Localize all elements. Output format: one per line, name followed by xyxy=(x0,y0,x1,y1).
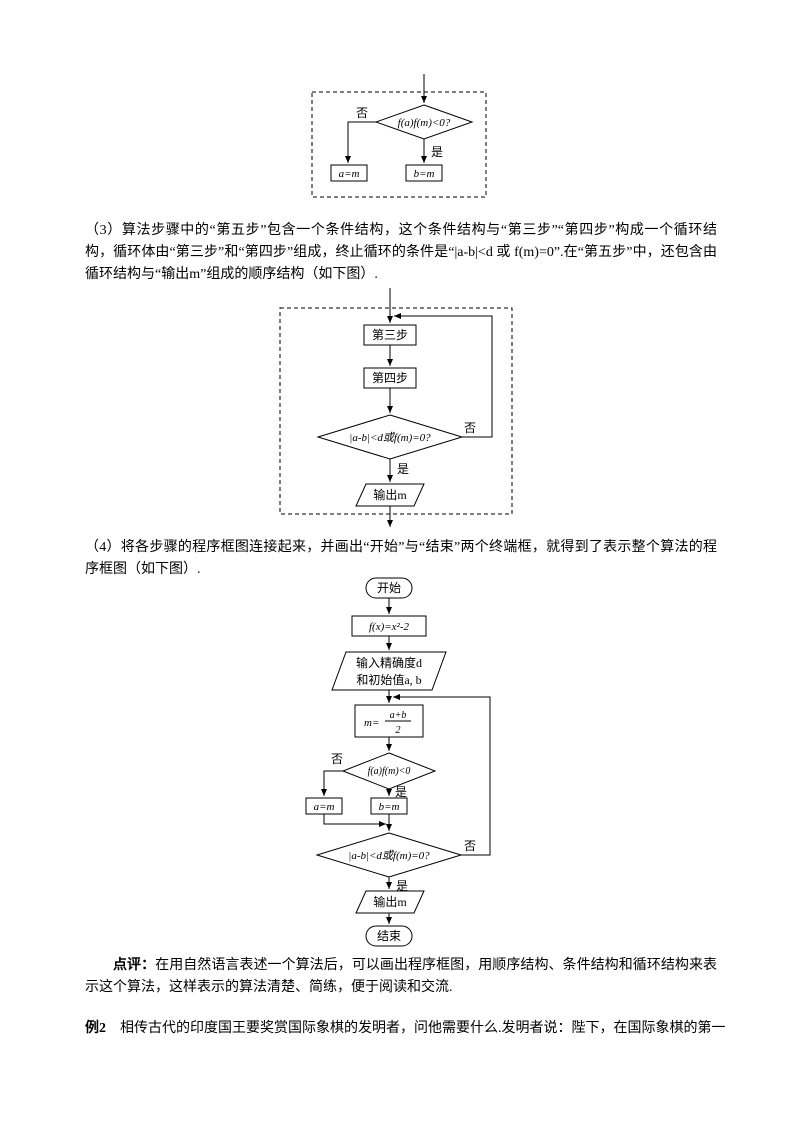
fc3-end-terminal xyxy=(365,925,413,947)
fc2-no-label: 否 xyxy=(464,421,476,435)
flowchart-loop-structure: 第三步 第四步 |a-b|<d或f(m)=0? 否 是 输出m xyxy=(279,288,513,527)
fc1-b-assign-text: b=m xyxy=(414,168,435,180)
fc3-start-text: 开始 xyxy=(377,581,401,595)
fc3-yes1-label: 是 xyxy=(395,785,407,799)
fc3-input-line2: 和初始值a, b xyxy=(356,672,421,687)
example2-body: 相传古代的印度国王要奖赏国际象棋的发明者，问他需要什么.发明者说：陛下，在国际象… xyxy=(106,1021,726,1036)
fc3-b-assign-text: b=m xyxy=(379,801,400,813)
fc3-fx-text: f(x)=x²-2 xyxy=(369,621,410,633)
flowchart-complete-algorithm: 开始 f(x)=x²-2 输入精确度d 和初始值a, b m= a+b 2 f(… xyxy=(305,577,491,947)
fc3-no1-label: 否 xyxy=(331,752,343,766)
fc2-yes-label: 是 xyxy=(397,462,409,476)
fc3-output-parallelogram xyxy=(355,890,425,914)
fc3-decision1-text: f(a)f(m)<0 xyxy=(368,766,411,777)
fc2-output-text: 输出m xyxy=(373,487,407,502)
fc1-b-assign-box xyxy=(405,164,443,182)
comment-label: 点评： xyxy=(113,958,156,973)
fc3-input-line1: 输入精确度d xyxy=(356,655,422,670)
fc3-a-return-line xyxy=(323,814,386,827)
fc1-a-assign-text: a=m xyxy=(339,168,360,180)
fc1-dashed-frame xyxy=(311,91,487,198)
fc2-decision-text: |a-b|<d或f(m)=0? xyxy=(349,431,431,444)
fc3-midpoint-numerator: a+b xyxy=(390,710,407,721)
fc3-no2-label: 否 xyxy=(464,839,476,853)
fc3-end-text: 结束 xyxy=(377,929,401,943)
fc3-yes2-label: 是 xyxy=(396,879,408,893)
paragraph-comment: 点评：在用自然语言表述一个算法后，可以画出程序框图，用顺序结构、条件结构和循环结… xyxy=(85,955,717,999)
fc1-a-assign-box xyxy=(330,164,368,182)
paragraph-connect-flowchart: （4）将各步骤的程序框图连接起来，并画出“开始”与“结束”两个终端框，就得到了表… xyxy=(85,540,717,577)
fc1-no-label: 否 xyxy=(356,106,368,120)
fc1-yes-label: 是 xyxy=(431,145,443,159)
flowchart-condition-fragment: f(a)f(m)<0? 否 a=m 是 b=m xyxy=(311,74,487,198)
comment-body: 在用自然语言表述一个算法后，可以画出程序框图，用顺序结构、条件结构和循环结构来表… xyxy=(85,958,718,995)
fc3-decision2-text: |a-b|<d或f(m)=0? xyxy=(348,849,430,862)
fc3-loop-back-line xyxy=(393,694,491,856)
fc2-loop-back-line xyxy=(394,313,493,438)
fc3-midpoint-denominator: 2 xyxy=(396,725,401,736)
fc3-input-parallelogram xyxy=(331,651,447,691)
fc3-midpoint-prefix: m= xyxy=(364,717,379,729)
paragraph-example2: 例2 相传古代的印度国王要奖赏国际象棋的发明者，问他需要什么.发明者说：陛下，在… xyxy=(85,1018,730,1040)
fc3-no1-branch-line xyxy=(321,770,343,796)
fc2-dashed-frame xyxy=(279,307,513,515)
fc3-a-assign-text: a=m xyxy=(314,801,335,813)
paragraph-step5-structure: （3）算法步骤中的“第五步”包含一个条件结构，这个条件结构与“第三步”“第四步”… xyxy=(85,223,717,282)
fc1-no-branch-line xyxy=(345,121,376,163)
fc3-output-text: 输出m xyxy=(373,894,407,909)
fc2-step3-text: 第三步 xyxy=(372,328,408,342)
fc2-output-parallelogram xyxy=(355,483,425,507)
fc1-decision-text: f(a)f(m)<0? xyxy=(398,117,451,129)
fc2-step4-text: 第四步 xyxy=(372,371,408,385)
example2-label: 例2 xyxy=(85,1021,106,1036)
